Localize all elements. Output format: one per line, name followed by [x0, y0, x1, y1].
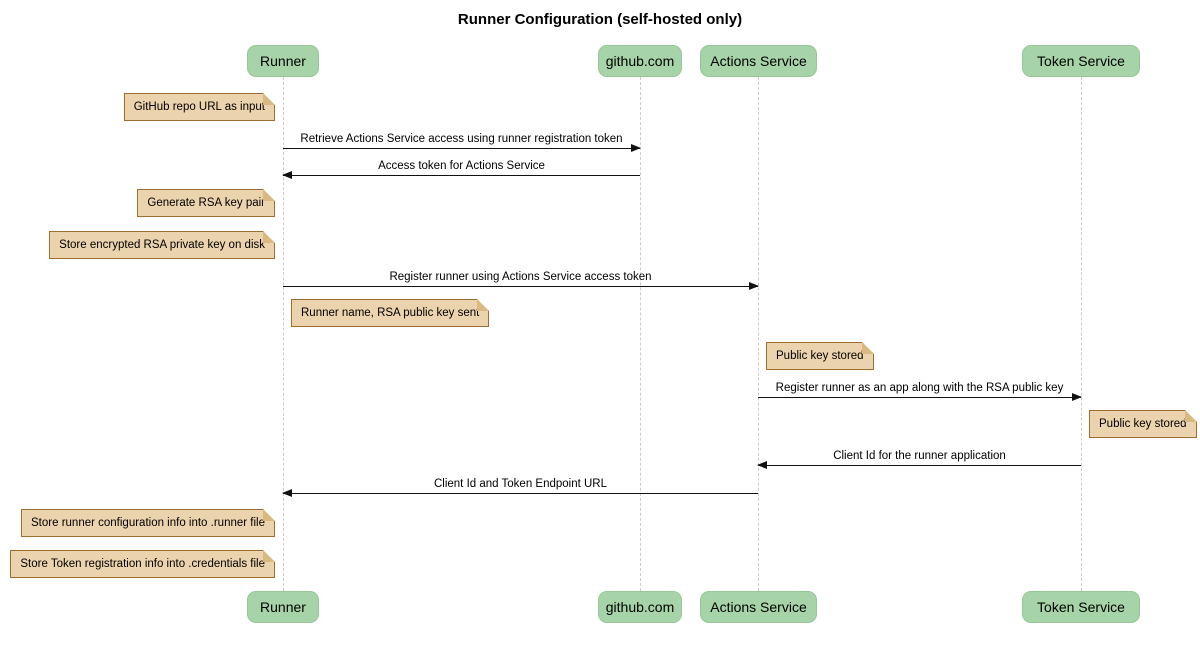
note-store-runner-file: Store runner configuration info into .ru…: [21, 509, 275, 537]
message-6: Client Id and Token Endpoint URL: [282, 478, 758, 497]
note-public-key-stored-actions: Public key stored: [766, 342, 874, 370]
arrow-left-icon: [757, 460, 1081, 469]
arrow-right-icon: [283, 143, 641, 152]
arrow-left-icon: [282, 170, 640, 179]
message-label: Register runner as an app along with the…: [775, 382, 1064, 394]
message-2: Access token for Actions Service: [282, 160, 640, 179]
lifeline-token-service: [1081, 77, 1082, 591]
participant-github-bottom: github.com: [598, 591, 682, 623]
participant-actions-service-top: Actions Service: [700, 45, 817, 77]
participant-runner-top: Runner: [247, 45, 319, 77]
message-3: Register runner using Actions Service ac…: [283, 271, 759, 290]
participant-label: Runner: [260, 599, 306, 615]
diagram-title: Runner Configuration (self-hosted only): [457, 11, 743, 28]
participant-label: Actions Service: [710, 599, 807, 615]
note-store-credentials-file: Store Token registration info into .cred…: [10, 550, 275, 578]
participant-actions-service-bottom: Actions Service: [700, 591, 817, 623]
arrow-right-icon: [758, 392, 1082, 401]
lifeline-runner: [283, 77, 284, 591]
lifeline-github: [640, 77, 641, 591]
message-label: Retrieve Actions Service access using ru…: [300, 133, 623, 145]
participant-label: Token Service: [1037, 599, 1125, 615]
participant-label: Runner: [260, 53, 306, 69]
participant-label: github.com: [605, 53, 675, 69]
participant-token-service-top: Token Service: [1022, 45, 1140, 77]
participant-runner-bottom: Runner: [247, 591, 319, 623]
message-label: Access token for Actions Service: [378, 160, 545, 172]
participant-github-top: github.com: [598, 45, 682, 77]
participant-label: github.com: [605, 599, 675, 615]
arrow-left-icon: [282, 488, 758, 497]
note-generate-rsa-key: Generate RSA key pair: [137, 189, 275, 217]
message-label: Register runner using Actions Service ac…: [389, 271, 652, 283]
arrow-right-icon: [283, 281, 759, 290]
note-store-private-key: Store encrypted RSA private key on disk: [49, 231, 275, 259]
message-5: Client Id for the runner application: [757, 450, 1081, 469]
participant-token-service-bottom: Token Service: [1022, 591, 1140, 623]
message-label: Client Id for the runner application: [833, 450, 1006, 462]
participant-label: Actions Service: [710, 53, 807, 69]
message-4: Register runner as an app along with the…: [758, 382, 1082, 401]
participant-label: Token Service: [1037, 53, 1125, 69]
note-public-key-stored-token: Public key stored: [1089, 410, 1197, 438]
message-1: Retrieve Actions Service access using ru…: [283, 133, 641, 152]
message-label: Client Id and Token Endpoint URL: [433, 478, 608, 490]
note-runner-name-public-key: Runner name, RSA public key sent: [291, 299, 490, 327]
note-github-repo-url: GitHub repo URL as input: [123, 93, 276, 121]
lifeline-actions-service: [758, 77, 759, 591]
